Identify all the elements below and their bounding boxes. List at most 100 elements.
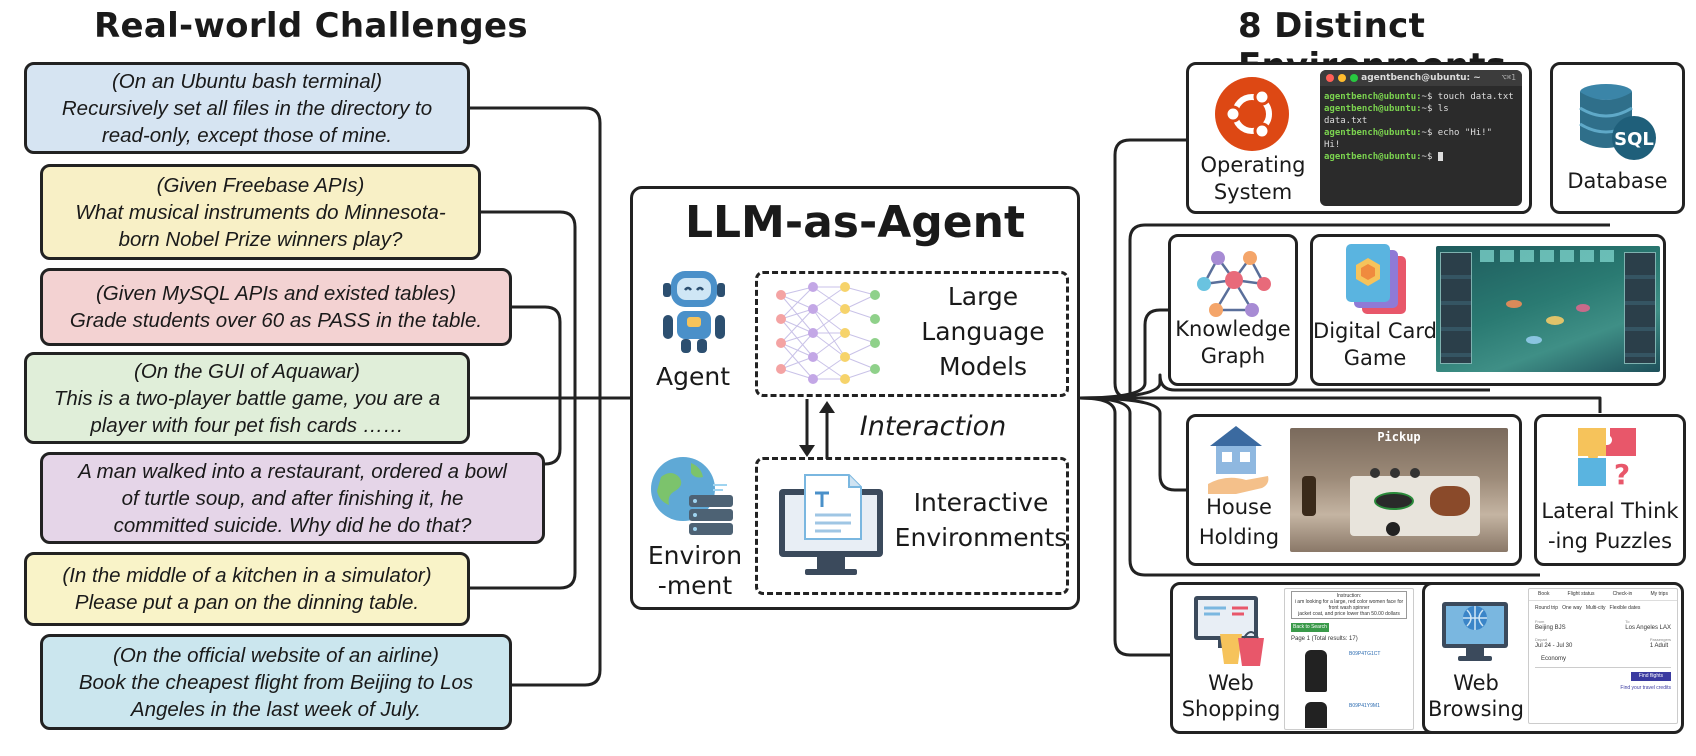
task-dcg: (On the GUI of Aquawar) This is a two-pl… bbox=[24, 352, 470, 444]
task-line: Please put a pan on the dinning table. bbox=[74, 591, 420, 614]
dcg-label-line: Game bbox=[1343, 346, 1407, 370]
instruction-line: Instruction: bbox=[1336, 593, 1362, 599]
product-id[interactable]: B09P41Y9M1 bbox=[1349, 703, 1380, 709]
ltp-label-line: Lateral Think bbox=[1541, 499, 1679, 523]
shopping-icon bbox=[1194, 596, 1264, 666]
airline-screenshot: Book Flight status Check-in My trips Rou… bbox=[1528, 588, 1678, 724]
kg-label: Knowledge Graph bbox=[1168, 316, 1298, 370]
jacket-image bbox=[1305, 702, 1327, 728]
pickup-caption: Pickup bbox=[1377, 430, 1421, 444]
to-value: Los Angeles LAX bbox=[1625, 625, 1671, 631]
hh-label: House Holding bbox=[1194, 492, 1284, 552]
interaction-label: Interaction bbox=[859, 411, 1007, 442]
terminal-title: agentbench@ubuntu: ~ bbox=[1361, 73, 1481, 83]
trip-option[interactable]: Round trip bbox=[1535, 605, 1559, 611]
tab-check-in[interactable]: Check-in bbox=[1612, 591, 1633, 597]
results-count: Page 1 (Total results: 17) bbox=[1291, 636, 1358, 642]
kg-label-line: Graph bbox=[1200, 344, 1266, 368]
terminal-command: ~$ ls bbox=[1421, 104, 1449, 114]
task-os: (On an Ubuntu bash terminal) Recursively… bbox=[24, 62, 470, 154]
task-line: (In the middle of a kitchen in a simulat… bbox=[62, 564, 432, 587]
product-item[interactable]: B09P4TG1CT bbox=[1291, 646, 1407, 696]
task-line: A man walked into a restaurant, ordered … bbox=[78, 459, 507, 483]
llm-as-agent-panel: LLM-as-Agent Agent Large Language Mo bbox=[630, 186, 1080, 610]
shopping-screenshot: Instruction: i am looking for a large, r… bbox=[1284, 588, 1414, 730]
fish-icon bbox=[1526, 336, 1542, 344]
ltp-label: Lateral Think -ing Puzzles bbox=[1534, 496, 1686, 556]
knob-icon bbox=[1390, 468, 1400, 478]
terminal-shortcut: ⌥⌘1 bbox=[1501, 73, 1516, 82]
env-lateral-thinking bbox=[1534, 414, 1686, 566]
task-line: (Given Freebase APIs) bbox=[156, 173, 365, 197]
status-bar bbox=[1480, 250, 1616, 262]
dcg-label: Digital Card Game bbox=[1312, 318, 1438, 372]
cabin-select[interactable]: Economy bbox=[1535, 652, 1671, 668]
terminal-body: agentbench@ubuntu:~$ touch data.txt agen… bbox=[1320, 86, 1522, 168]
kg-label-line: Knowledge bbox=[1175, 317, 1291, 341]
from-label: From bbox=[1535, 619, 1545, 624]
pot-icon bbox=[1430, 486, 1470, 516]
close-dot-icon bbox=[1326, 74, 1334, 82]
db-label: Database bbox=[1567, 169, 1668, 193]
travel-credits-link[interactable]: Find your travel credits bbox=[1620, 685, 1671, 691]
database-icon: SQL bbox=[1579, 84, 1656, 160]
task-line: Recursively set all files in the directo… bbox=[61, 96, 433, 120]
terminal-line: agentbench@ubuntu:~$ ls bbox=[1324, 103, 1518, 115]
task-line: (Given MySQL APIs and existed tables) bbox=[95, 282, 457, 305]
trip-option[interactable]: Flexible dates bbox=[1609, 605, 1641, 611]
agent-label: Agent bbox=[656, 362, 730, 391]
terminal-command: ~$ echo "Hi!" bbox=[1421, 128, 1492, 138]
hh-label-line: House bbox=[1206, 495, 1272, 519]
from-value: Beijing BJS bbox=[1535, 625, 1566, 631]
tab-my-trips[interactable]: My trips bbox=[1650, 591, 1668, 597]
house-hand-icon bbox=[1208, 426, 1269, 494]
task-kg: (Given Freebase APIs) What musical instr… bbox=[40, 164, 481, 260]
ltp-label-line: -ing Puzzles bbox=[1547, 529, 1673, 553]
kitchen-screenshot: Pickup bbox=[1290, 428, 1508, 552]
knob-icon bbox=[1410, 468, 1420, 478]
task-line: committed suicide. Why did he do that? bbox=[113, 513, 472, 537]
llm-box bbox=[755, 271, 1069, 397]
os-label-line: Operating bbox=[1200, 153, 1306, 177]
product-item[interactable]: B09P41Y9M1 bbox=[1291, 698, 1407, 728]
task-db: (Given MySQL APIs and existed tables) Gr… bbox=[40, 268, 512, 346]
tab-flight-status[interactable]: Flight status bbox=[1567, 591, 1595, 597]
instruction-box: Instruction: i am looking for a large, r… bbox=[1291, 591, 1407, 619]
globe-server-icon bbox=[651, 457, 733, 535]
find-flights-button[interactable]: Find flights bbox=[1630, 672, 1671, 681]
trip-option[interactable]: Multi-city bbox=[1585, 605, 1606, 611]
task-line: player with four pet fish cards …… bbox=[90, 413, 404, 437]
task-line: read-only, except those of mine. bbox=[101, 123, 393, 147]
trip-option[interactable]: One way bbox=[1562, 605, 1582, 611]
task-hh: (In the middle of a kitchen in a simulat… bbox=[24, 552, 470, 626]
depart-label: Depart bbox=[1535, 637, 1548, 642]
llm-label-line: Large bbox=[947, 282, 1019, 311]
terminal-output: Hi! bbox=[1324, 140, 1341, 150]
passengers-label: Passengers bbox=[1649, 637, 1671, 642]
hh-label-line: Holding bbox=[1198, 525, 1280, 549]
task-line: of turtle soup, and after finishing it, … bbox=[121, 486, 464, 510]
robot-icon bbox=[663, 271, 725, 353]
ubuntu-icon bbox=[1215, 77, 1289, 151]
terminal-command: ~$ touch data.txt bbox=[1421, 92, 1514, 102]
task-line: This is a two-player battle game, you ar… bbox=[53, 386, 441, 410]
terminal-line: agentbench@ubuntu:~$ touch data.txt bbox=[1324, 91, 1518, 103]
dates-value: Jul 24 - Jul 30 bbox=[1535, 643, 1573, 649]
monitor-document-icon bbox=[779, 474, 883, 575]
tab-book[interactable]: Book bbox=[1538, 591, 1550, 597]
interactive-env-box bbox=[755, 457, 1069, 595]
product-id[interactable]: B09P4TG1CT bbox=[1349, 651, 1381, 657]
find-row: Find flights bbox=[1529, 668, 1677, 685]
os-label: Operating System bbox=[1196, 152, 1310, 206]
minimize-dot-icon bbox=[1338, 74, 1346, 82]
task-web: (On the official website of an airline) … bbox=[40, 634, 512, 730]
llm-label-line: Models bbox=[938, 352, 1028, 381]
terminal-line: agentbench@ubuntu:~$ echo "Hi!" bbox=[1324, 127, 1518, 139]
back-to-search-button[interactable]: Back to Search bbox=[1291, 623, 1329, 632]
